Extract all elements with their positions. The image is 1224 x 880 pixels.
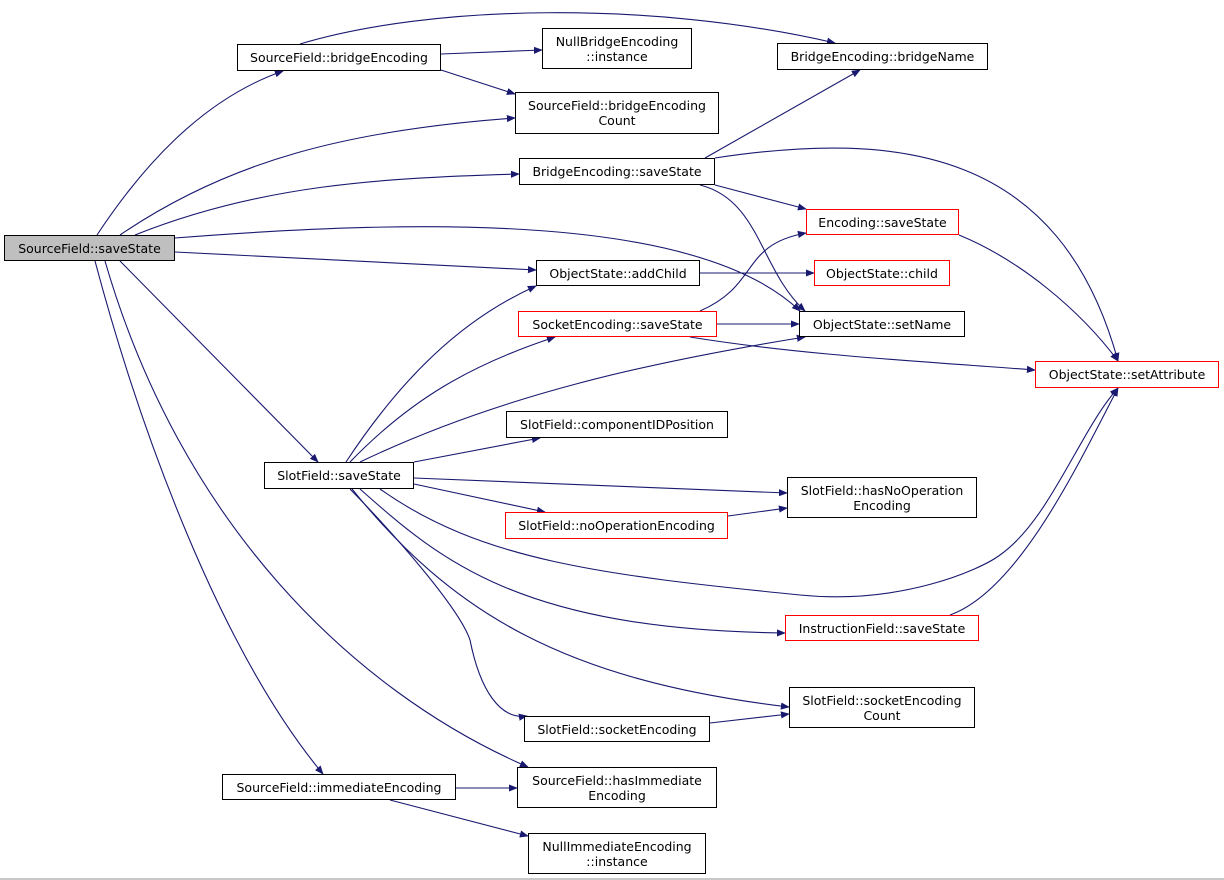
edge-slss-to-sess <box>349 336 556 463</box>
node-label: SocketEncoding::saveState <box>532 316 703 332</box>
edge-sess-to-ess <box>699 230 807 312</box>
node-sourcefield-immediateencoding[interactable]: SourceField::immediateEncoding <box>222 774 456 800</box>
edge-slss-to-ossa <box>379 387 1119 598</box>
node-label: Encoding::saveState <box>818 214 947 230</box>
node-bridgeencoding-savestate[interactable]: BridgeEncoding::saveState <box>519 158 715 185</box>
node-label-line-2: Encoding <box>588 787 646 803</box>
edge-sfie-to-niei <box>389 799 529 838</box>
node-label: BridgeEncoding::bridgeName <box>790 49 975 64</box>
node-label-line-2: ::instance <box>586 48 648 64</box>
edge-slse-to-slsec <box>709 711 790 724</box>
edge-root-to-osac <box>174 251 537 274</box>
node-objectstate-child[interactable]: ObjectState::child <box>814 260 950 286</box>
node-bridgeencoding-bridgename[interactable]: BridgeEncoding::bridgeName <box>777 43 988 70</box>
edge-bess-to-ess <box>714 184 807 211</box>
node-label: SlotField::componentIDPosition <box>520 417 714 432</box>
node-nullbridgeencoding-instance[interactable]: NullBridgeEncoding ::instance <box>542 28 692 69</box>
node-label-line-2: Encoding <box>853 497 911 513</box>
node-slotfield-nooperationencoding[interactable]: SlotField::noOperationEncoding <box>505 512 728 539</box>
node-sourcefield-bridgeencoding[interactable]: SourceField::bridgeEncoding <box>237 44 441 71</box>
node-slotfield-savestate[interactable]: SlotField::saveState <box>264 462 414 489</box>
edge-slss-to-osac <box>345 285 537 463</box>
node-label-line-1: SlotField::socketEncoding <box>802 692 962 708</box>
node-objectstate-setname[interactable]: ObjectState::setName <box>799 311 965 337</box>
edge-root-to-ossn <box>174 226 801 312</box>
node-label-line-1: SourceField::hasImmediate <box>532 772 702 788</box>
node-label-line-2: ::instance <box>586 853 648 869</box>
edge-root-to-sfie <box>94 260 324 775</box>
bottom-divider <box>0 878 1224 880</box>
node-slotfield-componentidposition[interactable]: SlotField::componentIDPosition <box>506 411 728 438</box>
edge-slss-to-slhno <box>413 477 788 497</box>
node-label: SourceField::saveState <box>18 240 161 256</box>
edge-ifss-to-ossa <box>949 387 1119 616</box>
node-slotfield-socketencodingcount[interactable]: SlotField::socketEncoding Count <box>789 687 975 728</box>
node-label: ObjectState::setAttribute <box>1048 367 1206 382</box>
node-label: SourceField::bridgeEncoding <box>250 50 428 65</box>
node-slotfield-hasnooperationencoding[interactable]: SlotField::hasNoOperation Encoding <box>787 477 977 518</box>
node-label: ObjectState::child <box>826 265 938 281</box>
node-objectstate-addchild[interactable]: ObjectState::addChild <box>536 260 700 286</box>
edge-sfbe-to-bebn <box>299 12 836 45</box>
edge-slss-to-ifss <box>359 488 786 637</box>
node-label: ObjectState::setName <box>812 316 952 332</box>
node-label: SlotField::noOperationEncoding <box>518 518 715 533</box>
edge-root-to-sfhie <box>104 260 529 768</box>
edge-slnoe-to-slhno <box>727 505 788 517</box>
node-label: BridgeEncoding::saveState <box>532 164 702 179</box>
node-label: ObjectState::addChild <box>549 265 687 281</box>
edge-bess-to-ossn <box>699 184 806 312</box>
node-label: SourceField::immediateEncoding <box>236 779 442 795</box>
edge-sfbe-to-sfbec <box>440 69 516 95</box>
node-label: SlotField::saveState <box>277 468 401 483</box>
node-label-line-2: Count <box>863 707 901 723</box>
edge-sfbe-to-nbei <box>440 46 543 55</box>
edge-slss-to-ossn <box>359 334 806 463</box>
edge-slss-to-slse <box>349 488 528 721</box>
node-sourcefield-bridgeencodingcount[interactable]: SourceField::bridgeEncoding Count <box>515 92 719 134</box>
node-label-line-1: NullBridgeEncoding <box>555 33 679 49</box>
node-instructionfield-savestate[interactable]: InstructionField::saveState <box>785 615 979 641</box>
node-label-line-1: SourceField::bridgeEncoding <box>528 98 706 113</box>
node-objectstate-setattribute[interactable]: ObjectState::setAttribute <box>1035 361 1219 388</box>
edge-root-to-sfbec <box>119 114 516 236</box>
edge-root-to-bess <box>134 170 520 236</box>
node-nullimmediateencoding-instance[interactable]: NullImmediateEncoding ::instance <box>528 833 706 874</box>
node-slotfield-socketencoding[interactable]: SlotField::socketEncoding <box>524 716 710 742</box>
edge-root-to-slss <box>119 260 319 463</box>
node-label: InstructionField::saveState <box>798 620 966 636</box>
edge-sess-to-ossa <box>689 336 1036 373</box>
edge-slss-to-slcip <box>413 435 541 463</box>
edge-bess-to-ossa <box>714 147 1120 362</box>
node-socketencoding-savestate[interactable]: SocketEncoding::saveState <box>518 311 717 337</box>
node-label: SlotField::socketEncoding <box>537 721 697 737</box>
node-sourcefield-savestate[interactable]: SourceField::saveState <box>4 235 175 261</box>
node-sourcefield-hasimmediateencoding[interactable]: SourceField::hasImmediate Encoding <box>517 767 717 808</box>
node-label-line-1: SlotField::hasNoOperation <box>800 482 964 498</box>
node-label-line-2: Count <box>598 113 636 128</box>
node-encoding-savestate[interactable]: Encoding::saveState <box>806 209 959 235</box>
node-label-line-1: NullImmediateEncoding <box>542 838 692 854</box>
edge-slss-to-slnoe <box>413 483 546 514</box>
edge-bess-to-bebn <box>704 69 861 159</box>
edge-ess-to-ossa <box>958 234 1119 362</box>
edge-root-to-sfbe <box>96 70 284 236</box>
